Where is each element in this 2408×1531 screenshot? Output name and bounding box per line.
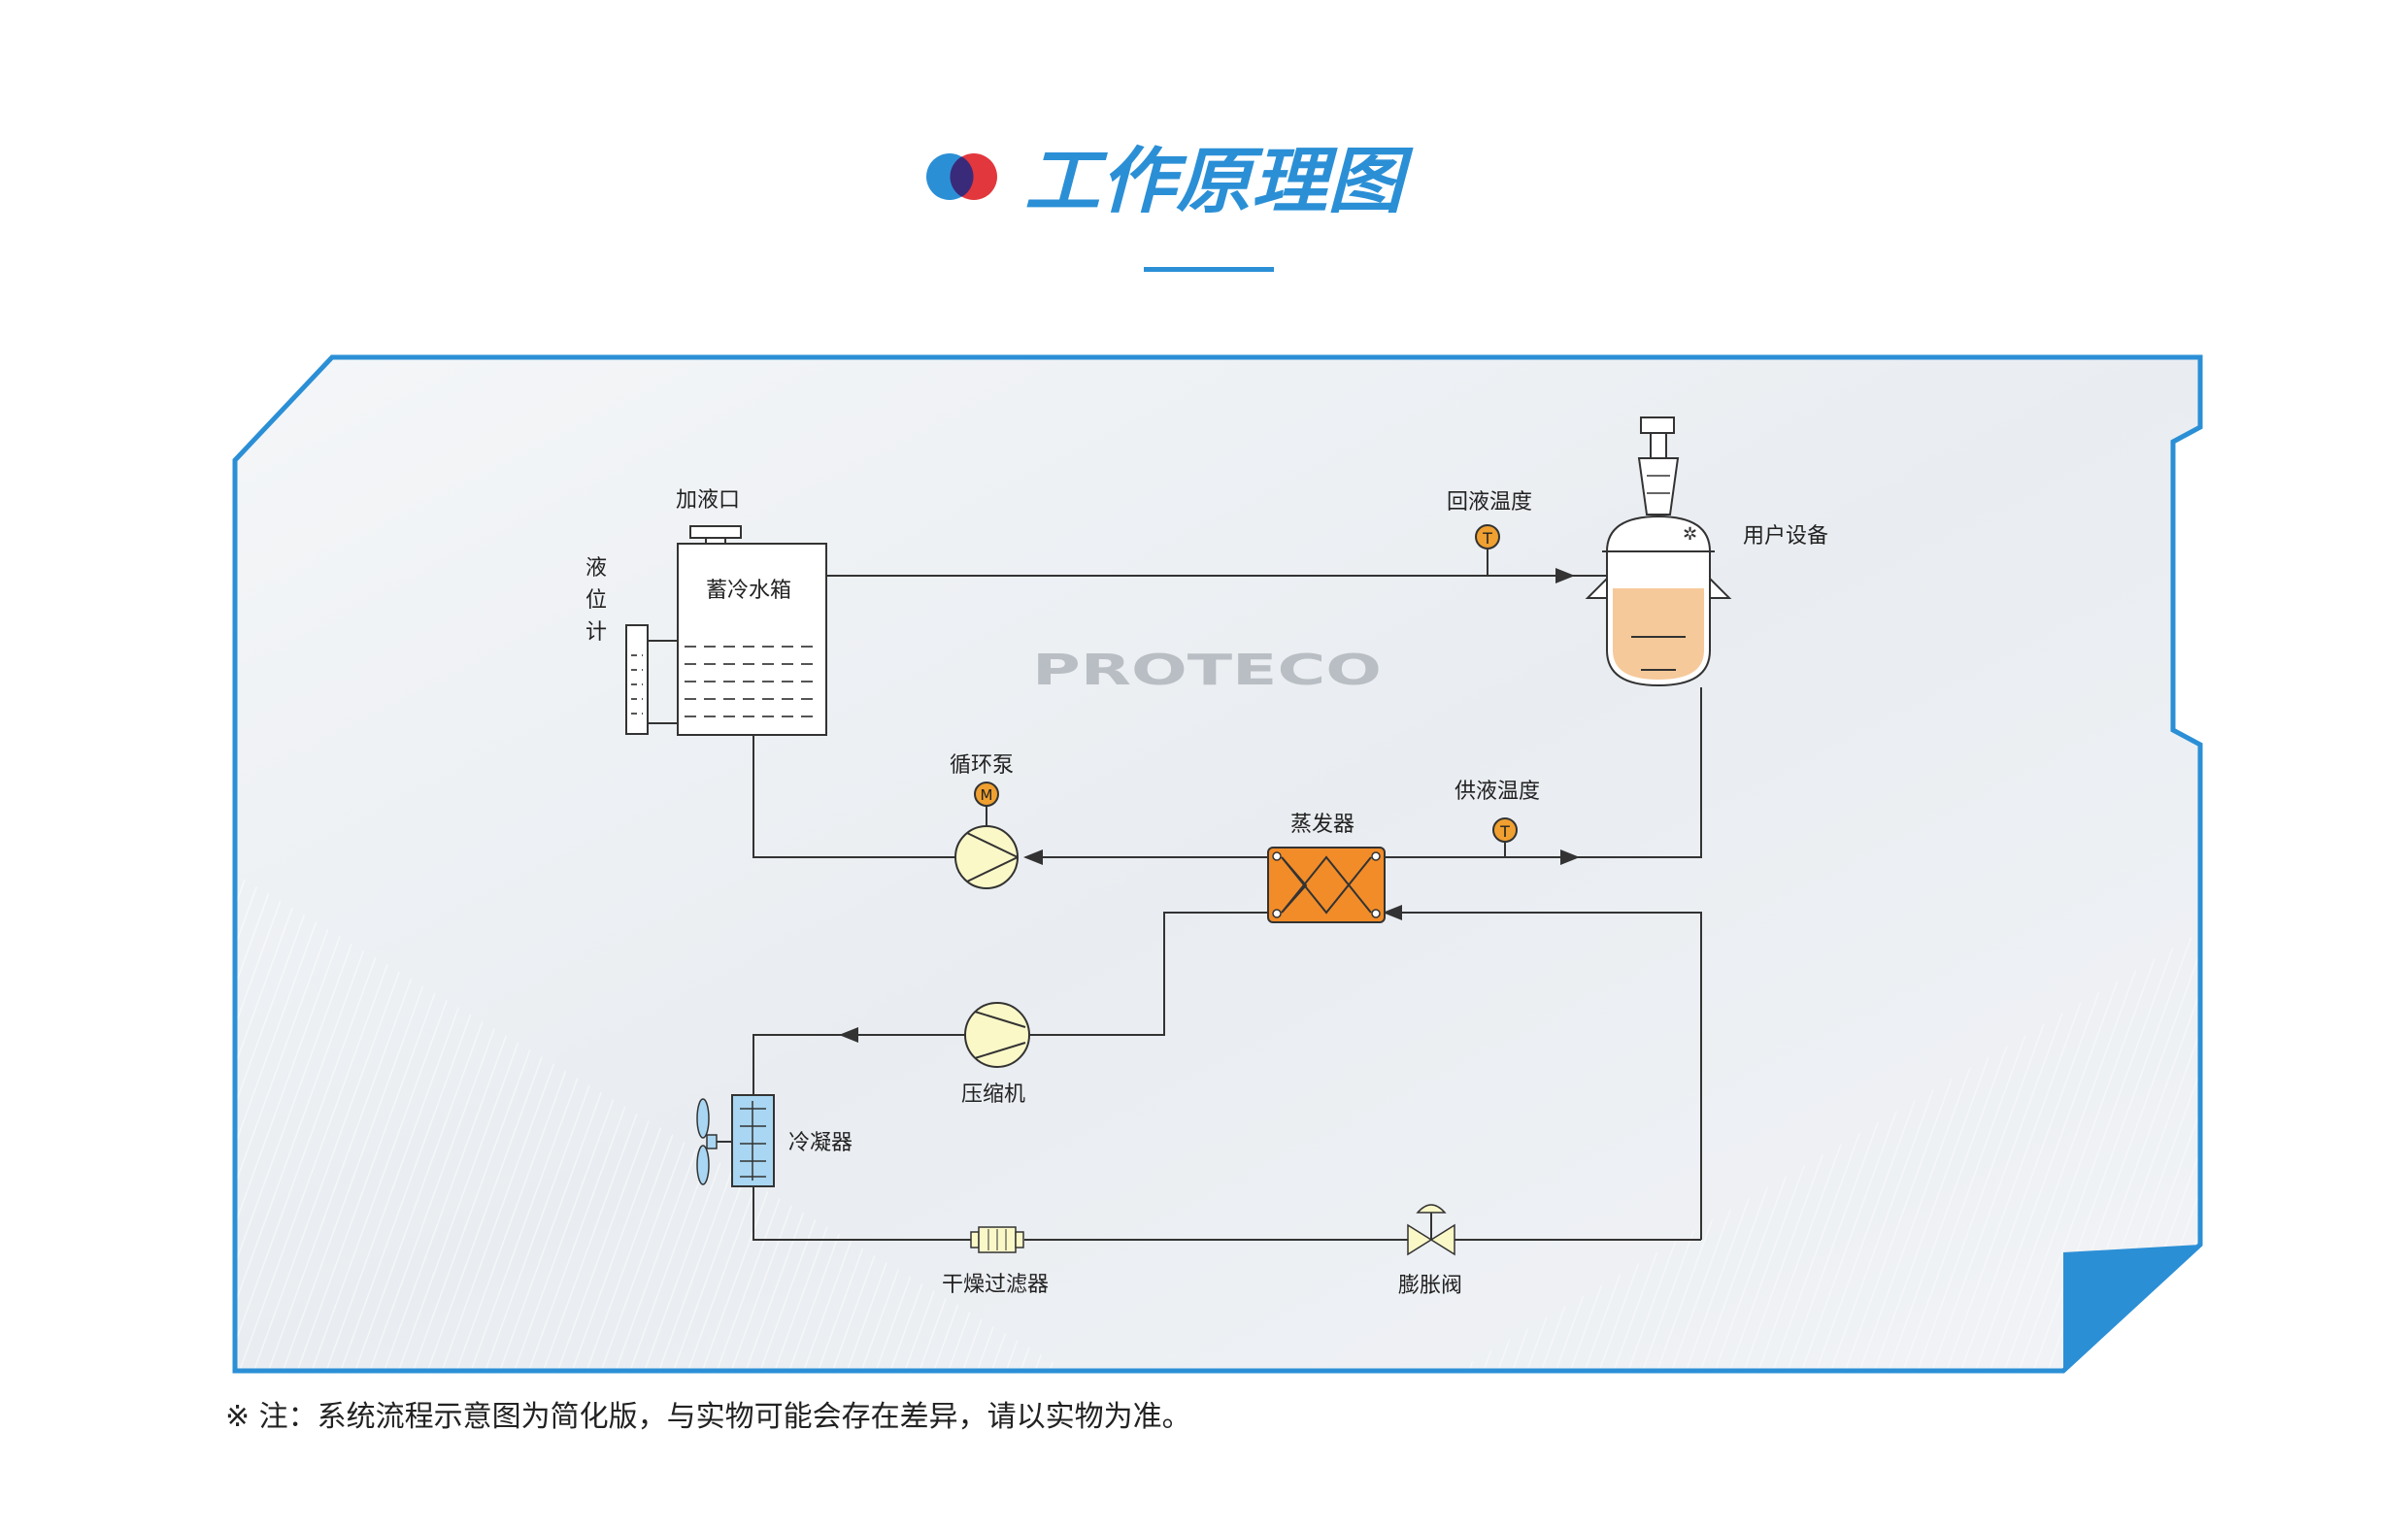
- user-equipment-reactor: ✲ 用户设备: [1585, 416, 1828, 687]
- evaporator-body: [1267, 847, 1386, 923]
- supply-temp-symbol: T: [1499, 822, 1510, 841]
- condenser-fan-icon: [696, 1098, 732, 1185]
- supply-temp-sensor: T 供液温度: [1455, 780, 1540, 857]
- compressor-body: [964, 1002, 1030, 1068]
- circulation-pump: M 循环泵: [950, 753, 1019, 889]
- frame-texture: [235, 874, 1068, 1371]
- condenser-label: 冷凝器: [788, 1131, 853, 1155]
- expansion-valve: 膨胀阀: [1398, 1204, 1462, 1298]
- storage-tank-label: 蓄冷水箱: [706, 579, 791, 603]
- condenser: 冷凝器: [696, 1094, 853, 1187]
- title-underline: [1144, 267, 1274, 272]
- supply-temp-icon: [1492, 817, 1518, 843]
- pump-motor-icon: [974, 782, 999, 807]
- logo-overlap: [950, 156, 974, 197]
- pump-body: [954, 825, 1019, 889]
- expansion-valve-label: 膨胀阀: [1398, 1274, 1462, 1298]
- level-gauge-label-1: 液: [585, 556, 607, 581]
- frame-corner-fold: [2063, 1245, 2200, 1371]
- page-header: 工作原理图: [926, 140, 1415, 272]
- pump-motor-symbol: M: [981, 786, 993, 804]
- circulation-pump-label: 循环泵: [950, 753, 1014, 778]
- fill-port-cap: [689, 525, 742, 539]
- return-temp-sensor: T 回液温度: [1447, 490, 1532, 576]
- level-gauge: 液 位 计: [585, 556, 678, 735]
- expansion-valve-body: [1407, 1223, 1455, 1256]
- compressor: 压缩机: [961, 1002, 1030, 1107]
- diagram-frame: PROTECO: [232, 354, 2203, 1374]
- watermark-logo: PROTECO: [1032, 646, 1382, 695]
- footer-note: ※ 注：系统流程示意图为简化版，与实物可能会存在差异，请以实物为准。: [225, 1400, 1191, 1434]
- return-temp-symbol: T: [1482, 529, 1492, 548]
- frame-texture-right: [1456, 932, 2200, 1371]
- fill-port-label: 加液口: [676, 488, 740, 513]
- return-temp-icon: [1475, 524, 1500, 549]
- piping: [752, 568, 1702, 1241]
- gear-icon: ✲: [1683, 524, 1697, 545]
- user-equipment-label: 用户设备: [1743, 524, 1828, 549]
- page-title: 工作原理图: [1024, 140, 1415, 223]
- level-gauge-label-2: 位: [585, 588, 607, 613]
- evaporator-label: 蒸发器: [1290, 813, 1354, 837]
- level-gauge-label-3: 计: [585, 620, 607, 645]
- tank-body: [677, 543, 827, 736]
- tank-liquid-dashes: [685, 646, 820, 717]
- reactor-liquid: [1613, 588, 1704, 680]
- evaporator: 蒸发器: [1267, 813, 1386, 923]
- supply-temp-label: 供液温度: [1455, 780, 1540, 804]
- storage-tank: 加液口 蓄冷水箱: [676, 488, 827, 736]
- return-temp-label: 回液温度: [1447, 490, 1532, 515]
- compressor-label: 压缩机: [961, 1082, 1025, 1107]
- frame-border: [232, 354, 2203, 1374]
- level-gauge-tube: [625, 624, 649, 735]
- dryer-filter-label: 干燥过滤器: [942, 1273, 1049, 1297]
- dryer-filter: 干燥过滤器: [942, 1226, 1049, 1297]
